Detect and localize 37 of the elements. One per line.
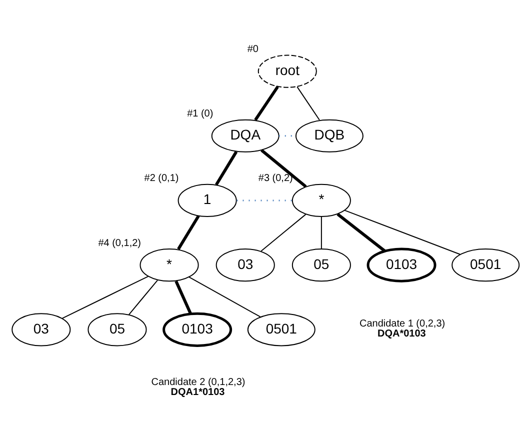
connector	[260, 148, 307, 188]
connector	[320, 216, 322, 249]
connector	[128, 279, 158, 314]
node-ellipse: 05	[292, 248, 351, 282]
node-label: DQA1*0103	[170, 386, 225, 398]
node-ellipse: 0501	[452, 248, 520, 282]
node-label: #0	[247, 44, 258, 55]
node-ellipse: DQB	[295, 118, 364, 152]
node-ellipse: 03	[216, 248, 275, 282]
connector	[260, 213, 306, 252]
node-label: Candidate 2 (0,1,2,3)	[151, 376, 246, 388]
node-label: Candidate 1 (0,2,3)	[359, 318, 446, 330]
node-ellipse: 05	[88, 312, 147, 346]
connector	[177, 214, 200, 250]
node-label: #1 (0)	[187, 108, 214, 120]
connector	[254, 85, 279, 120]
connector	[214, 150, 238, 186]
node-ellipse: *	[140, 248, 199, 282]
connector	[336, 212, 386, 252]
node-ellipse: 0103	[366, 247, 436, 282]
connector	[188, 276, 261, 317]
node-ellipse: 0501	[247, 312, 316, 346]
node-label: #2 (0,1)	[144, 172, 179, 184]
connector	[344, 209, 461, 254]
node-label: #3 (0,2)	[258, 172, 293, 184]
node-label: #4 (0,1,2)	[98, 237, 142, 248]
node-label: DQA*0103	[378, 328, 426, 340]
node-ellipse: 0103	[162, 312, 232, 346]
connector	[62, 275, 149, 318]
node-ellipse: root	[258, 54, 317, 88]
node-ellipse: 03	[12, 312, 71, 346]
connector	[236, 199, 292, 201]
node-ellipse: *	[292, 183, 351, 217]
connector	[174, 280, 192, 314]
node-ellipse: 1	[178, 183, 237, 217]
node-ellipse: DQA	[211, 118, 280, 152]
connector	[296, 86, 320, 120]
